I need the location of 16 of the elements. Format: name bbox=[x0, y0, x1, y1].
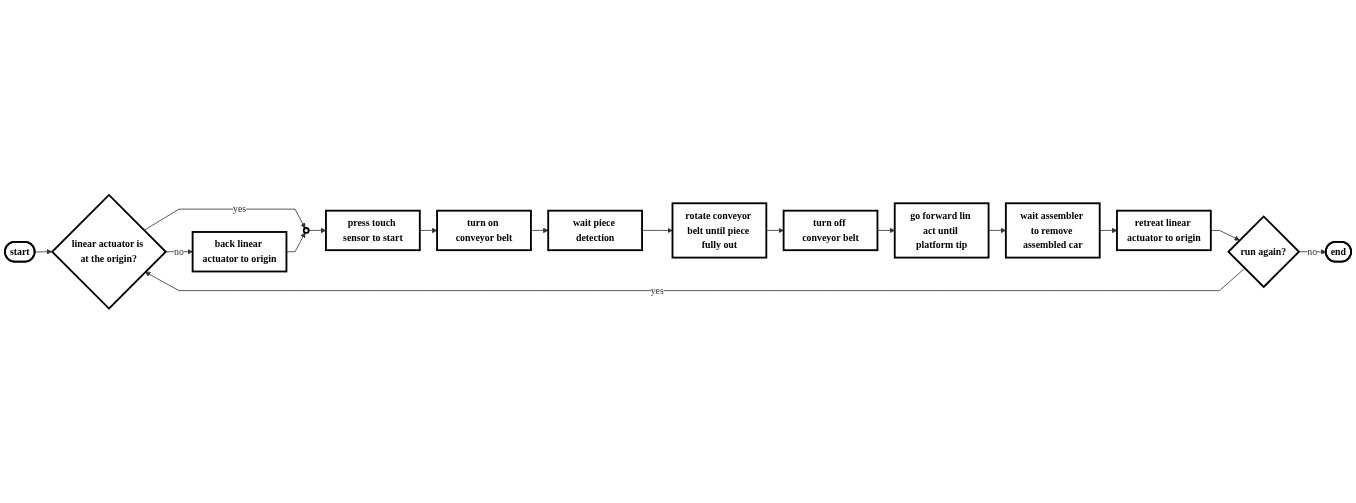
node-box: wait assembler to remove assembled car bbox=[1004, 202, 1101, 259]
node-box: press touch sensor to start bbox=[325, 209, 421, 251]
node-diamond: run again? bbox=[1227, 214, 1301, 289]
node-box: back linear actuator to origin bbox=[191, 230, 288, 273]
node-box: turn off conveyor belt bbox=[782, 209, 879, 251]
node-box: go forward lin act until platform tip bbox=[893, 202, 990, 259]
node-box: rotate conveyor belt until piece fully out bbox=[671, 202, 768, 259]
node-box: wait piece detection bbox=[547, 209, 643, 251]
node-diamond: linear actuator is at the origin? bbox=[50, 193, 168, 310]
node-box: turn on conveyor belt bbox=[436, 209, 532, 251]
node-box: retreat linear actuator to origin bbox=[1116, 209, 1212, 251]
node-circle bbox=[302, 226, 310, 234]
edge-label: yes bbox=[650, 284, 664, 296]
edge-label: no bbox=[174, 245, 184, 257]
edge-label: yes bbox=[232, 203, 247, 214]
edge-label: no bbox=[1307, 245, 1318, 257]
